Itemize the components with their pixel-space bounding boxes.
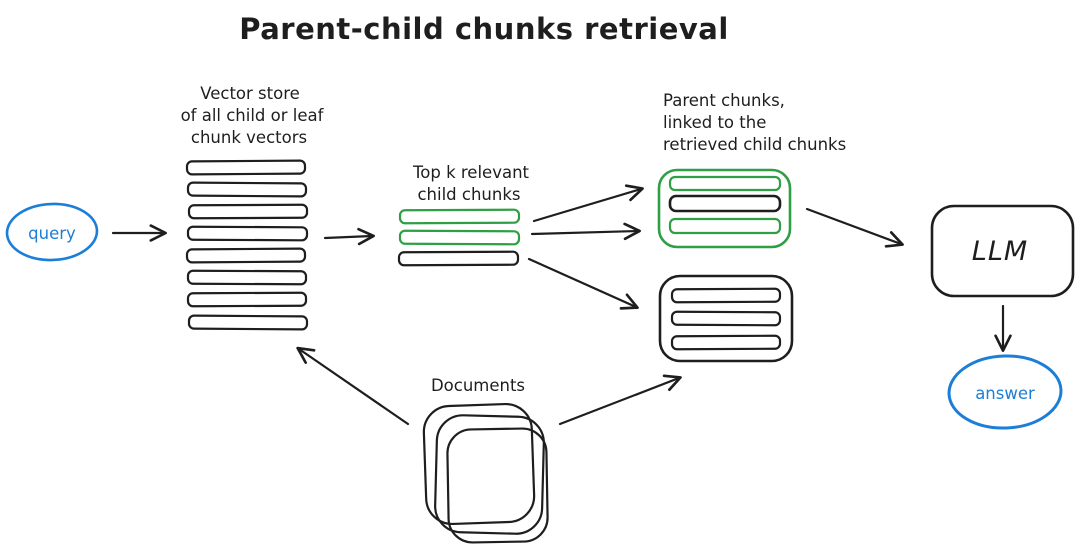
diagram-title: Parent-child chunks retrieval [239, 12, 729, 46]
vector-store-label-line1: Vector store [200, 84, 300, 103]
answer-label: answer [975, 384, 1035, 403]
vector-store-stack [185, 159, 309, 331]
vector-store-chunk [185, 247, 307, 264]
parent-linked-chunk-green [668, 217, 782, 235]
document-page [434, 414, 545, 535]
parent-linked-box [657, 168, 792, 249]
parent-other-chunk [670, 334, 782, 351]
documents-node: Documents [422, 376, 549, 544]
edges [111, 184, 1012, 426]
parent-linked-chunk-black [668, 194, 782, 213]
query-node: query [5, 202, 99, 262]
top-k-chunk-black [397, 250, 520, 267]
arrow-store-to-topk [323, 227, 375, 246]
vector-store-chunk [186, 225, 309, 242]
parent-chunks-label: Parent chunks, linked to the retrieved c… [663, 91, 846, 154]
arrow-topk3-to-parent-other [527, 257, 639, 310]
top-k-stack [397, 208, 521, 267]
vector-store-chunk [186, 269, 308, 286]
top-k-label-line2: child chunks [417, 185, 520, 204]
llm-node: LLM [930, 204, 1075, 298]
top-k-chunk-green [398, 208, 521, 225]
vector-store-chunk [186, 181, 308, 198]
llm-box [930, 204, 1075, 298]
parent-chunks-label-line1: Parent chunks, [663, 91, 785, 110]
parent-other-chunk [670, 287, 782, 304]
vector-store-label-line3: chunk vectors [191, 128, 307, 147]
document-page [422, 402, 536, 526]
vector-store-label: Vector store of all child or leaf chunk … [181, 84, 325, 147]
top-k-label: Top k relevant child chunks [412, 163, 530, 204]
query-ellipse [5, 202, 99, 262]
arrow-documents-to-store [296, 346, 410, 426]
arrow-documents-to-parent-other [558, 374, 682, 426]
arrow-topk1-to-parent-linked [532, 184, 644, 223]
arrow-parent-linked-to-llm [805, 207, 904, 248]
top-k-label-line1: Top k relevant [412, 163, 530, 182]
document-page [446, 427, 549, 544]
vector-store-chunk [185, 159, 307, 176]
parent-chunks-label-line2: linked to the [663, 113, 766, 132]
query-label: query [28, 224, 76, 243]
vector-store-chunk [187, 203, 309, 220]
parent-other-box [658, 274, 794, 363]
parent-other-chunk [670, 310, 782, 327]
arrow-topk2-to-parent-linked [530, 222, 641, 241]
documents-label: Documents [431, 376, 525, 395]
vector-store-chunk [187, 314, 309, 331]
answer-node: answer [947, 354, 1063, 430]
parent-linked-outline [657, 168, 792, 249]
top-k-chunk-green [398, 229, 521, 246]
answer-ellipse [947, 354, 1063, 430]
vector-store-label-line2: of all child or leaf [181, 106, 325, 125]
parent-chunks-label-line3: retrieved child chunks [663, 135, 846, 154]
vector-store-chunk [186, 291, 308, 308]
parent-linked-chunk-green [668, 175, 782, 192]
parent-other-outline [658, 274, 794, 363]
llm-label: LLM [972, 236, 1028, 267]
